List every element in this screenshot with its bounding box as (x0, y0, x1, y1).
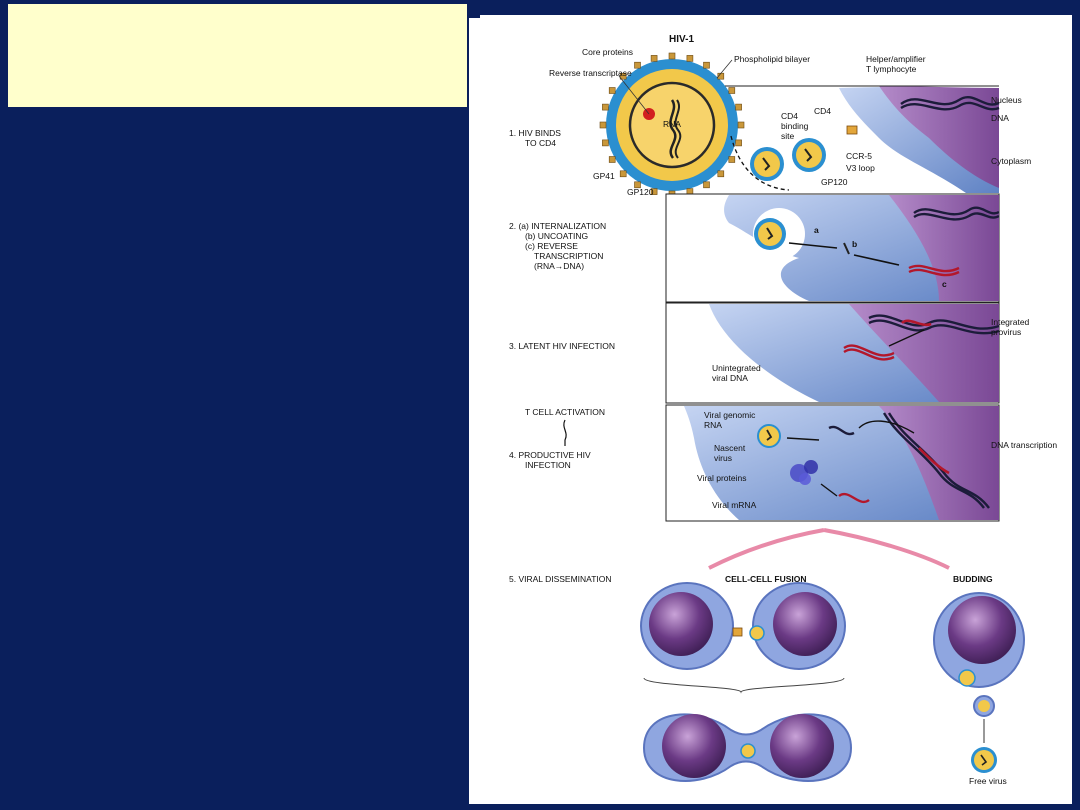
step1-line2: TO CD4 (525, 138, 556, 148)
step2-line3: (c) REVERSE (525, 241, 578, 251)
step5-label: 5. VIRAL DISSEMINATION (509, 574, 612, 584)
panel2-b-label: b (852, 239, 857, 249)
envelope-spike (668, 52, 676, 60)
envelope-spike (608, 87, 616, 94)
nascent-label: Nascent (714, 443, 746, 453)
panel1-cell (839, 86, 1000, 193)
slide-title-box (8, 4, 467, 107)
envelope-spike (602, 139, 609, 147)
cd4-label: CD4 (814, 106, 831, 116)
phospholipid-label: Phospholipid bilayer (734, 54, 810, 64)
step4-line2: INFECTION (525, 460, 571, 470)
helper-label: Helper/amplifier (866, 54, 926, 64)
dna-label: DNA (991, 113, 1009, 123)
viral-proteins-label: Viral proteins (697, 473, 746, 483)
fusion-cells-top (640, 582, 846, 670)
panel4-cell (684, 406, 999, 520)
envelope-spike (608, 156, 616, 163)
envelope-spike (634, 181, 641, 189)
viral-dna-label: viral DNA (712, 373, 748, 383)
activation-label: T CELL ACTIVATION (525, 407, 605, 417)
budding-label: BUDDING (953, 574, 993, 584)
rna-label: RNA (663, 119, 681, 129)
v3-loop-label: V3 loop (846, 163, 875, 173)
step2-line4: TRANSCRIPTION (534, 251, 603, 261)
envelope-spike (728, 87, 736, 94)
top-divider (480, 15, 1072, 18)
binding-label: binding (781, 121, 809, 131)
cytoplasm-label: Cytoplasm (991, 156, 1031, 166)
gp120-b-label: GP120 (821, 177, 848, 187)
integrated-label: Integrated (991, 317, 1030, 327)
envelope-spike (737, 121, 745, 129)
panel2-cell (724, 195, 1000, 301)
gp41-label: GP41 (593, 171, 615, 181)
cd4-receptor (846, 125, 858, 135)
step1-line1: 1. HIV BINDS (509, 128, 561, 138)
panel3-cell (709, 304, 1000, 402)
envelope-spike (728, 156, 736, 163)
reverse-transcriptase-label: Reverse transcriptase (549, 68, 632, 78)
budding-cell (933, 592, 1025, 773)
core-proteins-label: Core proteins (582, 47, 633, 57)
provirus-label: provirus (991, 327, 1021, 337)
step3-label: 3. LATENT HIV INFECTION (509, 341, 615, 351)
envelope-spike (650, 55, 658, 62)
hiv-lifecycle-figure: HIV-1 Core proteins Reverse transcriptas… (469, 18, 1072, 804)
approaching-virions (730, 135, 826, 191)
envelope-spike (703, 61, 710, 69)
step2-line1: 2. (a) INTERNALIZATION (509, 221, 606, 231)
site-label: site (781, 131, 795, 141)
panel2-c-label: c (942, 279, 947, 289)
nascent-virus-label: virus (714, 453, 732, 463)
unintegrated-label: Unintegrated (712, 363, 761, 373)
panel4-rna-label: RNA (704, 420, 722, 430)
envelope-spike (735, 103, 742, 111)
envelope-spike (599, 121, 607, 129)
viral-genomic-label: Viral genomic (704, 410, 756, 420)
ccr5-label: CCR-5 (846, 151, 872, 161)
envelope-spike (735, 139, 742, 147)
envelope-spike (686, 55, 694, 62)
hiv-virion (606, 59, 738, 191)
fused-syncytium (642, 713, 853, 782)
viral-mrna-label: Viral mRNA (712, 500, 757, 510)
envelope-spike (619, 170, 627, 178)
step4-line1: 4. PRODUCTIVE HIV (509, 450, 591, 460)
envelope-spike (717, 170, 725, 178)
t-lymphocyte-label: T lymphocyte (866, 64, 917, 74)
fusion-label: CELL-CELL FUSION (725, 574, 807, 584)
envelope-spike (619, 72, 627, 80)
activation-arrow (563, 419, 567, 446)
panel2-a-label: a (814, 225, 819, 235)
dissemination-arrows (708, 528, 950, 570)
cd4-binding-label: CD4 (781, 111, 798, 121)
step2-line5: (RNA→DNA) (534, 261, 584, 271)
envelope-spike (703, 181, 710, 189)
free-virus-label: Free virus (969, 776, 1007, 786)
envelope-spike (602, 103, 609, 111)
virus-title: HIV-1 (669, 34, 694, 45)
step2-line2: (b) UNCOATING (525, 231, 588, 241)
envelope-spike (650, 188, 658, 195)
gp120-label: GP120 (627, 187, 654, 197)
nucleus-label: Nucleus (991, 95, 1022, 105)
envelope-spike (634, 61, 641, 69)
dna-transcription-label: DNA transcription (991, 440, 1057, 450)
